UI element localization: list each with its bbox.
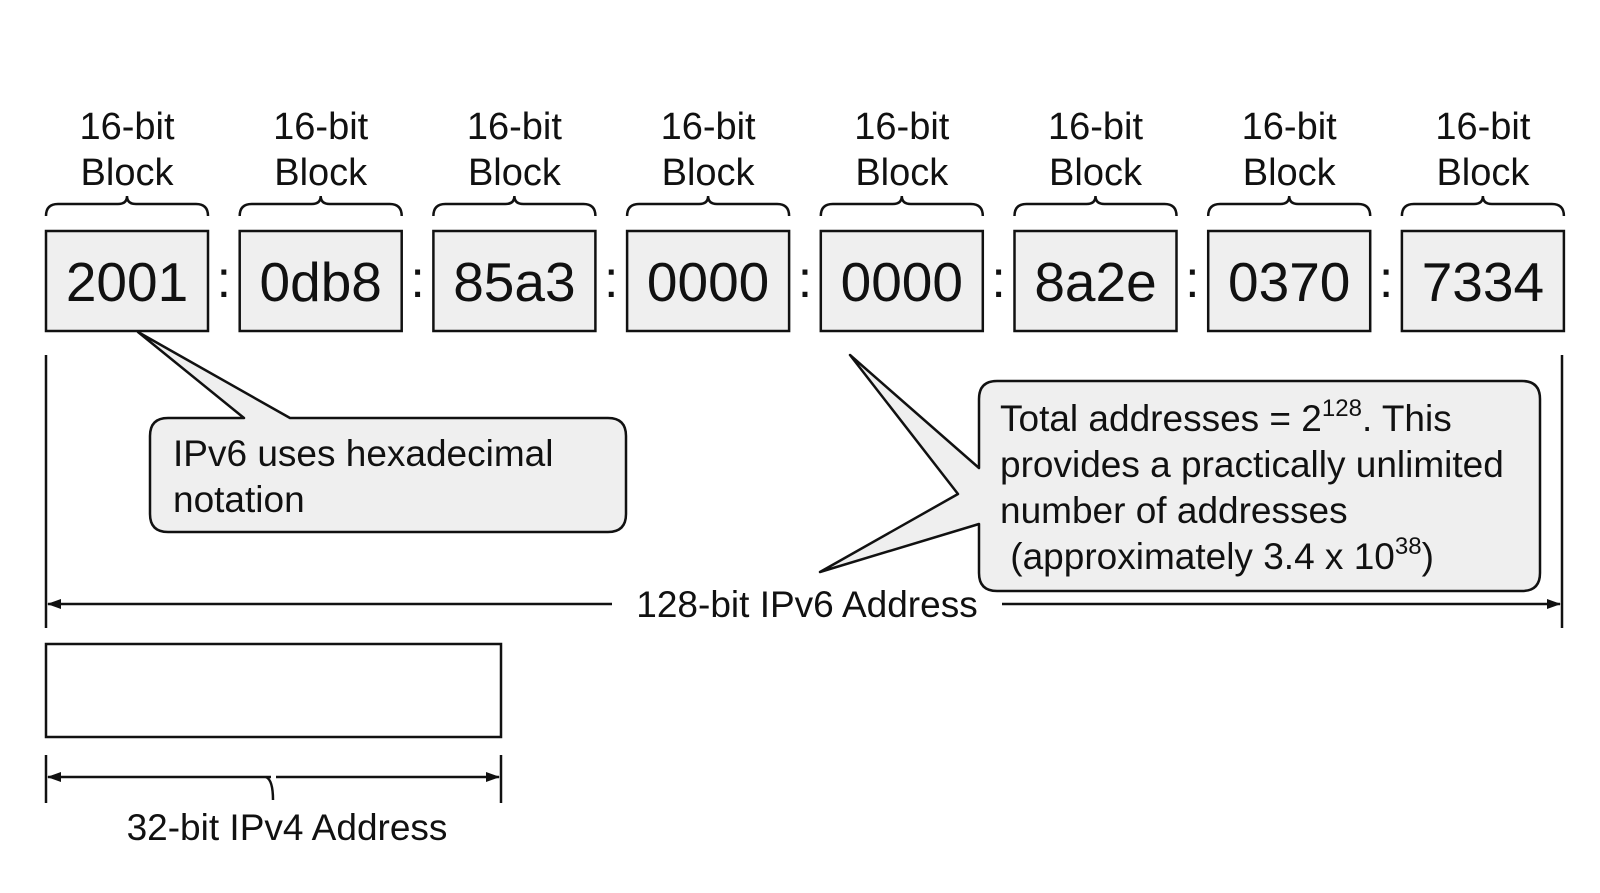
block-value: 8a2e (1034, 251, 1156, 313)
address-blocks: 16-bitBlock200116-bitBlock0db816-bitBloc… (44, 106, 1566, 333)
block-label-line2: Block (1049, 152, 1143, 194)
block-box (238, 229, 403, 333)
block-label-line2: Block (81, 152, 175, 194)
block-label-line2: Block (274, 152, 368, 194)
block-label-line1: 16-bit (1242, 106, 1337, 148)
block-label-line1: 16-bit (1048, 106, 1143, 148)
callout-total-line4-pre: (approximately 3.4 x 10 (1000, 536, 1395, 577)
block-box (432, 229, 597, 333)
callout-total-bubble (818, 353, 1542, 593)
block-brace (1400, 195, 1566, 217)
block-value: 0db8 (260, 251, 382, 313)
block-brace (1206, 195, 1372, 217)
block-box (625, 229, 791, 333)
ipv4-dimension: 32-bit IPv4 Address (44, 755, 503, 848)
block-value: 0370 (1228, 251, 1350, 313)
block-separator: : (1185, 251, 1199, 309)
block-box (44, 229, 210, 333)
block-value: 2001 (66, 251, 188, 313)
block-label-line1: 16-bit (467, 106, 562, 148)
block-separators: ::::::: (217, 251, 1394, 309)
block-brace (238, 195, 403, 217)
callout-total-line4-post: ) (1422, 536, 1434, 577)
block-label-line2: Block (1243, 152, 1337, 194)
block-label-line1: 16-bit (661, 106, 756, 148)
callout-total-line3: number of addresses (1000, 490, 1348, 531)
callout-hexadecimal-line2: notation (173, 479, 305, 520)
ipv4-dimension-label: 32-bit IPv4 Address (127, 807, 448, 848)
block-separator: : (798, 251, 812, 309)
block-box (1400, 229, 1566, 333)
callout-total-line1-pre: Total addresses = 2 (1000, 398, 1322, 439)
callout-total-line4-exponent: 38 (1395, 533, 1422, 560)
callout-total-line4: (approximately 3.4 x 1038) (1000, 533, 1434, 577)
block-label-line1: 16-bit (273, 106, 368, 148)
block-brace (432, 195, 597, 217)
block-brace (44, 195, 210, 217)
block-separator: : (1379, 251, 1393, 309)
ipv6-dimension: 128-bit IPv6 Address (44, 355, 1564, 628)
block-label-line1: 16-bit (79, 106, 174, 148)
block-separator: : (410, 251, 424, 309)
block-label-line2: Block (1436, 152, 1530, 194)
block-value: 85a3 (453, 251, 575, 313)
block-separator: : (217, 251, 231, 309)
block-separator: : (991, 251, 1005, 309)
block-brace (819, 195, 985, 217)
block-label-line1: 16-bit (854, 106, 949, 148)
block-brace (1013, 195, 1178, 217)
block-value: 7334 (1422, 251, 1544, 313)
callout-total-exponent: 128 (1322, 395, 1362, 422)
callout-total-line2: provides a practically unlimited (1000, 444, 1504, 485)
block-label-line2: Block (662, 152, 756, 194)
block-separator: : (604, 251, 618, 309)
block-value: 0000 (841, 251, 963, 313)
ipv4-address-box (44, 642, 503, 739)
block-label-line2: Block (855, 152, 949, 194)
block-box (1013, 229, 1178, 333)
callout-hexadecimal-bubble (136, 330, 628, 534)
block-value: 0000 (647, 251, 769, 313)
callout-hexadecimal: IPv6 uses hexadecimal notation (136, 330, 628, 534)
ipv4-brace-tick (265, 775, 275, 801)
block-box (819, 229, 985, 333)
ipv6-dimension-label: 128-bit IPv6 Address (636, 584, 977, 625)
callout-total-line1: Total addresses = 2128. This (1000, 395, 1452, 439)
block-label-line2: Block (468, 152, 562, 194)
block-brace (625, 195, 791, 217)
callout-total-line1-post: . This (1362, 398, 1452, 439)
callout-total-addresses: Total addresses = 2128. This provides a … (818, 353, 1542, 593)
block-box (1206, 229, 1372, 333)
callout-hexadecimal-line1: IPv6 uses hexadecimal (173, 433, 553, 474)
block-label-line1: 16-bit (1435, 106, 1530, 148)
